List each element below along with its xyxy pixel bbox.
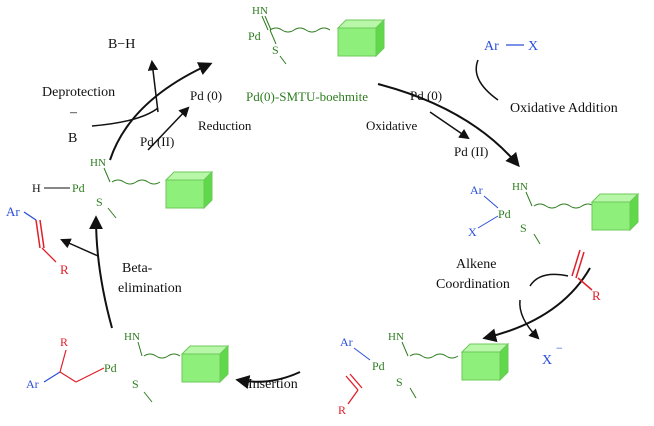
complex-insertion-ar: Ar [26, 377, 39, 391]
bh-label: B−H [108, 37, 135, 52]
cycle-arrow-left [89, 215, 113, 329]
x-outgoing-arrow [519, 299, 540, 340]
b-minus-charge: – [69, 105, 78, 120]
complex-arpdx-ar: Ar [470, 183, 483, 197]
product-alkene: Ar R [6, 204, 69, 277]
complex-insertion: Ar R HN Pd S [26, 331, 229, 403]
reduction-label: Reduction [198, 118, 252, 133]
complex-alkene-s: S [396, 375, 403, 389]
complex-arpdx-hn: HN [512, 181, 528, 193]
pd0-right: Pd (0) [410, 88, 442, 103]
arx-ar: Ar [484, 39, 499, 54]
oxidative-addition-label: Oxidative Addition [510, 101, 618, 116]
complex-alkene-r: R [338, 403, 346, 417]
x-minus-charge: − [556, 341, 563, 355]
pd0-left: Pd (0) [190, 88, 222, 103]
complex-insertion-s: S [132, 377, 139, 391]
elimination-label: elimination [118, 281, 182, 296]
alkene-incoming-arrow [529, 273, 569, 287]
cycle-arrow-top [377, 83, 520, 168]
complex-hpd-hn: HN [90, 157, 106, 169]
complex-insertion-pd: Pd [104, 361, 117, 375]
pd2-left: Pd (II) [140, 134, 174, 149]
insertion-label: Insertion [248, 377, 298, 392]
complex-top-pd: Pd [248, 29, 261, 43]
alkene-label: Alkene [456, 257, 496, 272]
deprotection-label: Deprotection [42, 85, 115, 100]
b-minus-label: B [68, 131, 77, 146]
coordination-label: Coordination [436, 277, 510, 292]
complex-alkene-hn: HN [388, 331, 404, 343]
product-r: R [60, 262, 69, 277]
complex-hpd-pd: Pd [72, 181, 85, 195]
complex-hpd: H Pd HN S [32, 157, 213, 219]
complex-top-hn: HN [252, 5, 268, 17]
arx-incoming-arrow [475, 59, 499, 101]
beta-label: Beta- [122, 261, 153, 276]
complex-insertion-r: R [60, 335, 68, 349]
complex-alkene: Ar HN Pd S R [338, 331, 509, 417]
alkene-reagent: R [571, 249, 601, 303]
complex-insertion-hn: HN [124, 331, 140, 343]
product-ar: Ar [6, 204, 20, 219]
pd2-right: Pd (II) [454, 144, 488, 159]
complex-hpd-s: S [96, 195, 103, 209]
oxidative-arrow [429, 111, 470, 140]
complex-alkene-pd: Pd [372, 359, 385, 373]
complex-arpdx: Ar HN Pd S X [468, 181, 639, 245]
oxidative-label: Oxidative [366, 118, 417, 133]
product-arrow [60, 238, 99, 257]
complex-arpdx-pd: Pd [498, 207, 511, 221]
cycle-arrow-topleft [109, 62, 213, 161]
complex-arpdx-s: S [520, 221, 527, 235]
arrow-to-bh [147, 59, 159, 113]
catalyst-label: Pd(0)-SMTU-boehmite [246, 89, 368, 104]
arrow-b-minus-in [91, 107, 159, 127]
arx-x: X [528, 39, 538, 54]
complex-arpdx-x: X [468, 225, 477, 239]
complex-top: HN Pd S [248, 5, 385, 65]
alkene-r: R [592, 288, 601, 303]
complex-top-s: S [272, 43, 279, 57]
reduction-arrow [147, 106, 190, 151]
cycle-arrow-bottom [235, 371, 301, 389]
x-minus: X [542, 353, 552, 368]
cycle-arrow-right [482, 267, 591, 343]
complex-hpd-h: H [32, 181, 41, 195]
complex-alkene-ar: Ar [340, 335, 353, 349]
